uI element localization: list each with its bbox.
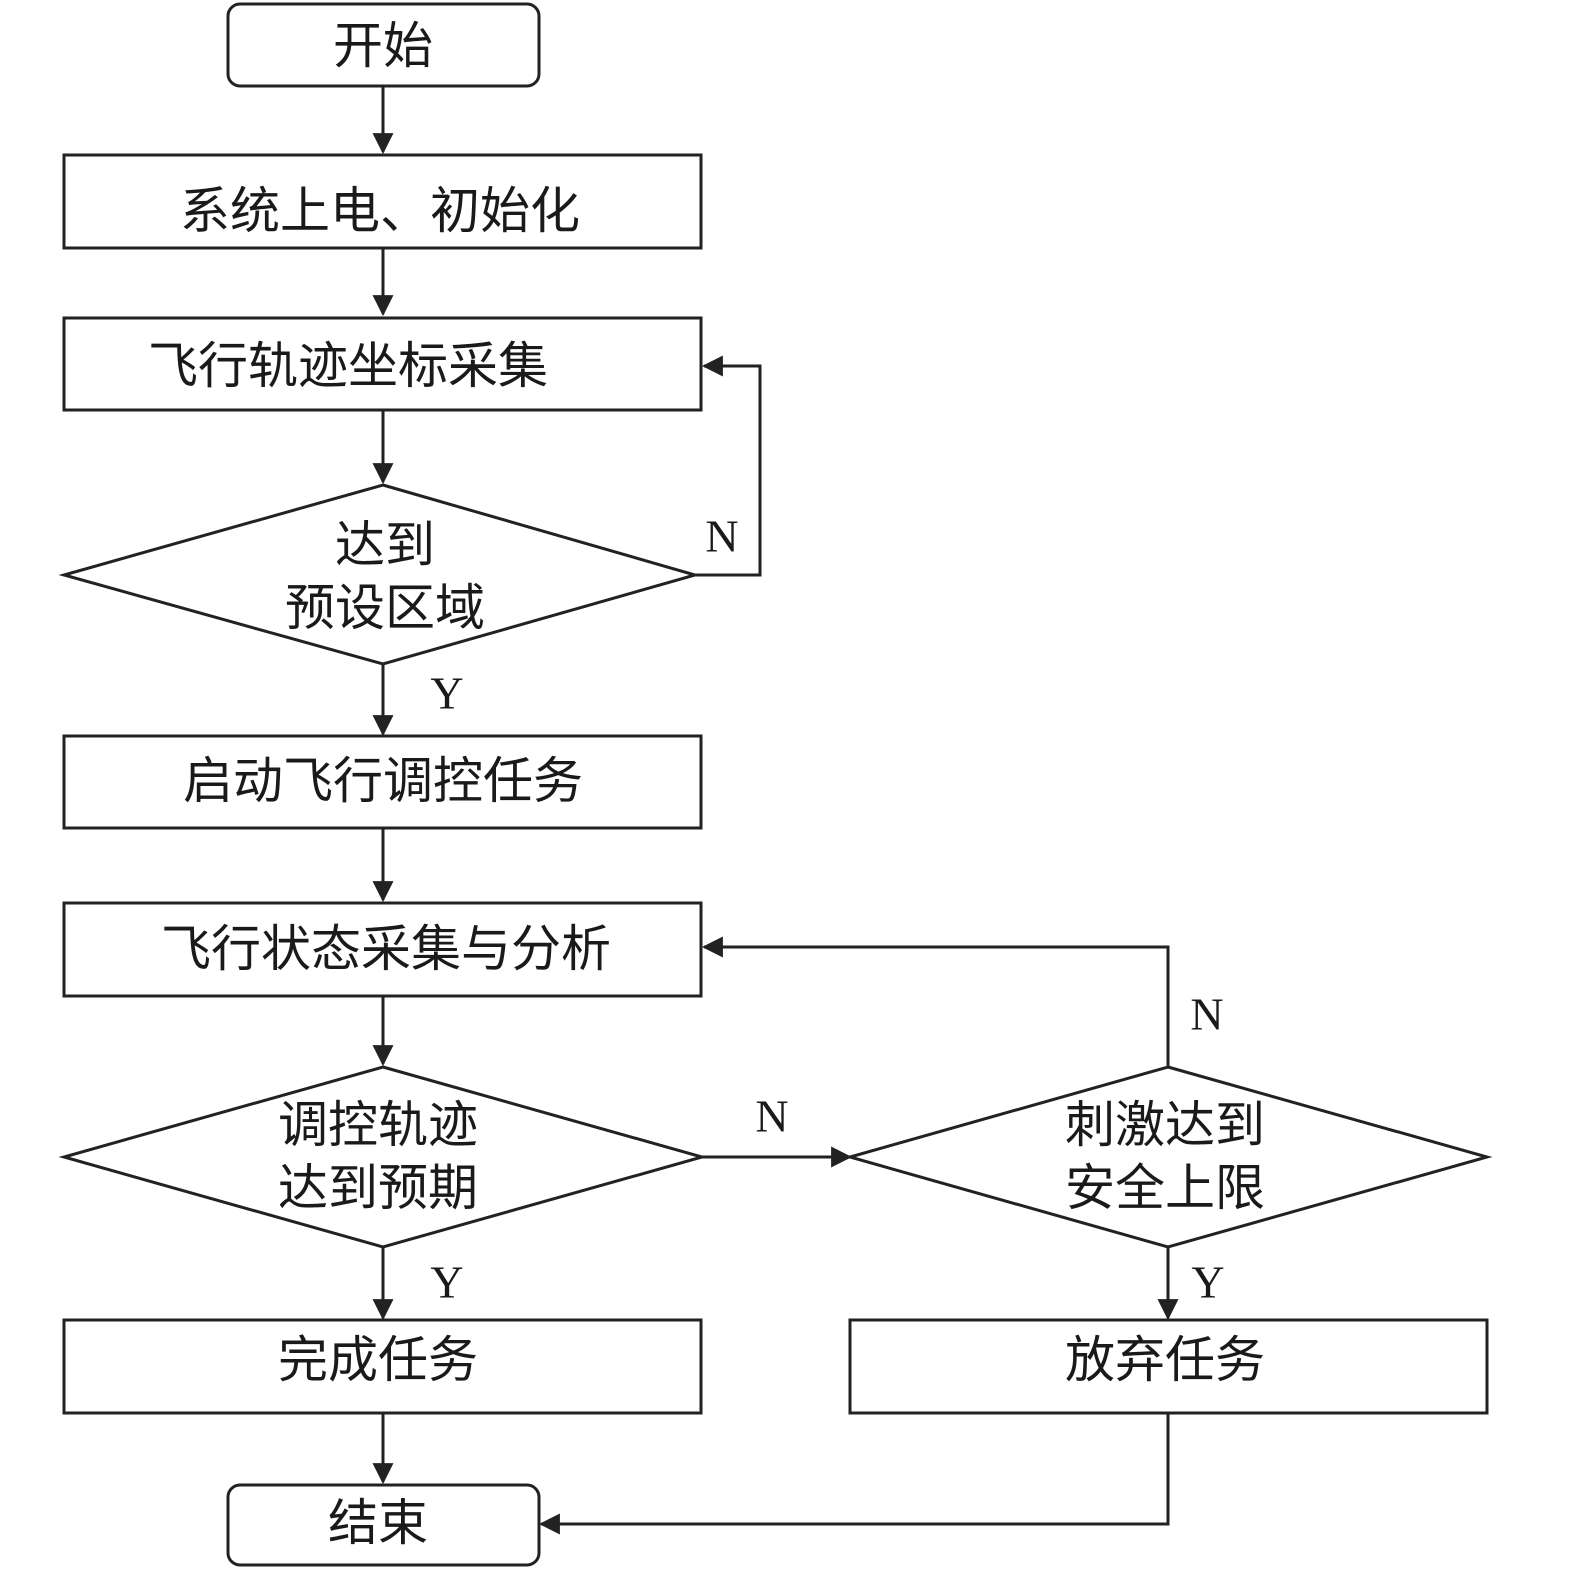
start-task-label: 启动飞行调控任务	[183, 752, 583, 810]
collect-coords-node: 飞行轨迹坐标采集	[62, 316, 703, 412]
traj-expected-label-line1: 调控轨迹	[278, 1096, 478, 1154]
traj-expected-decision: 调控轨迹 达到预期	[58, 1065, 708, 1249]
end-label: 结束	[328, 1494, 428, 1552]
stim-limit-label-line1: 刺激达到	[1065, 1096, 1265, 1154]
init-node: 系统上电、初始化	[62, 153, 703, 250]
complete-task-node: 完成任务	[62, 1318, 703, 1415]
state-analysis-label: 飞行状态采集与分析	[161, 920, 611, 978]
init-label: 系统上电、初始化	[180, 182, 580, 240]
complete-task-label: 完成任务	[278, 1331, 478, 1389]
collect-coords-label: 飞行轨迹坐标采集	[148, 337, 548, 395]
stim-yes-label: Y	[1191, 1257, 1224, 1308]
state-analysis-node: 飞行状态采集与分析	[62, 901, 703, 998]
start-node: 开始	[226, 2, 541, 88]
edge-abandon-to-end	[538, 1413, 1170, 1535]
edge-reach-area-no-loop	[695, 355, 762, 577]
traj-yes-label: Y	[430, 1257, 463, 1308]
reach-area-yes-label: Y	[430, 668, 463, 719]
traj-expected-label-line2: 达到预期	[278, 1159, 478, 1217]
start-task-node: 启动飞行调控任务	[62, 734, 703, 830]
reach-area-label-line2: 预设区域	[285, 579, 485, 637]
stim-no-label: N	[1190, 989, 1223, 1040]
stim-limit-label-line2: 安全上限	[1065, 1159, 1265, 1217]
edge-stim-no-loop	[701, 936, 1170, 1066]
reach-area-label-line1: 达到	[335, 516, 435, 574]
edges	[372, 86, 1179, 1535]
reach-area-no-label: N	[705, 511, 738, 562]
reach-area-decision: 达到 预设区域	[58, 483, 701, 666]
start-label: 开始	[333, 17, 433, 75]
stim-limit-decision: 刺激达到 安全上限	[844, 1065, 1493, 1249]
abandon-task-node: 放弃任务	[848, 1318, 1489, 1415]
abandon-task-label: 放弃任务	[1065, 1331, 1265, 1389]
traj-no-label: N	[755, 1091, 788, 1142]
end-node: 结束	[226, 1483, 541, 1567]
